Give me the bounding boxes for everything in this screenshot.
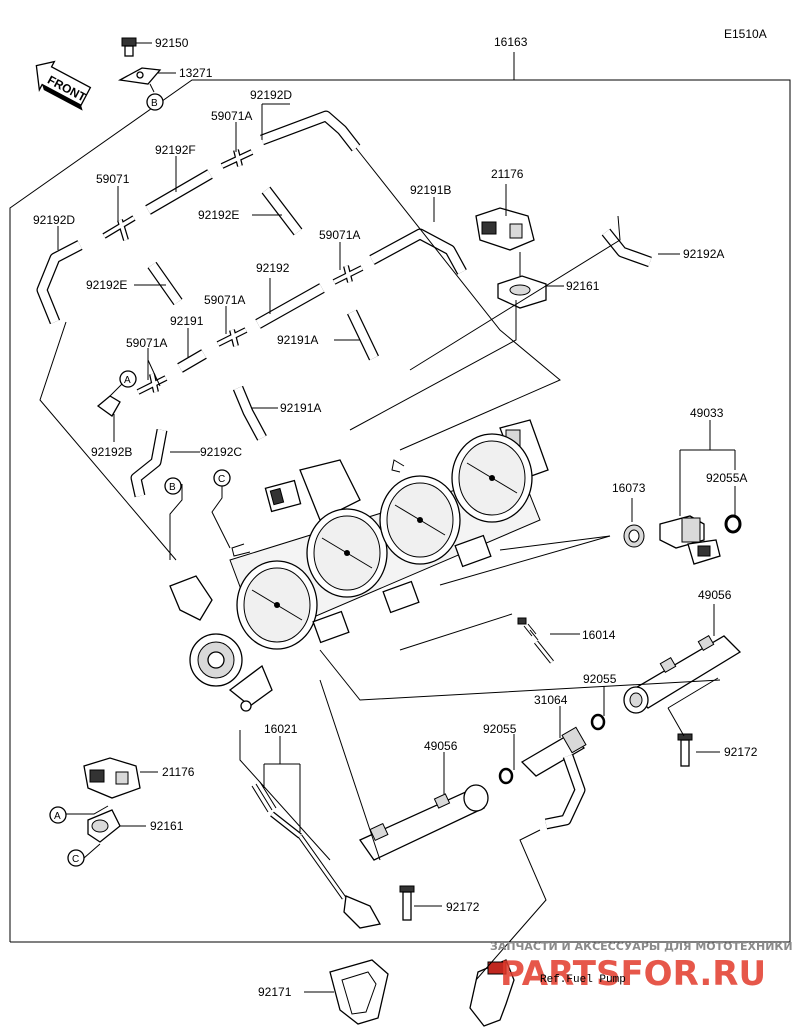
callout-B-1: B xyxy=(146,93,164,111)
fuel-joint-31064 xyxy=(520,726,587,830)
bracket-13271 xyxy=(117,67,176,93)
callout-A-2: A xyxy=(49,806,67,824)
label-92055A: 92055A xyxy=(706,471,747,485)
diagram-code: E1510A xyxy=(724,27,767,41)
svg-text:C: C xyxy=(218,474,225,485)
throttle-body-assembly xyxy=(169,419,549,712)
label-16163: 16163 xyxy=(494,35,528,49)
label-49056-left: 49056 xyxy=(424,739,458,753)
injector-49033 xyxy=(659,515,721,565)
label-21176-top: 21176 xyxy=(491,167,524,181)
label-92192D-top: 92192D xyxy=(250,88,292,102)
bolt-92172-bottom xyxy=(399,885,415,921)
throttle-bore-1 xyxy=(236,560,318,650)
label-92192B: 92192B xyxy=(91,445,132,459)
label-59071A-4: 59071A xyxy=(126,336,167,350)
svg-text:B: B xyxy=(169,482,176,493)
label-92055-2: 92055 xyxy=(483,722,517,736)
label-92192E-2: 92192E xyxy=(198,208,239,222)
label-16014: 16014 xyxy=(582,628,616,642)
bolt-92150 xyxy=(121,37,152,57)
label-92055-1: 92055 xyxy=(583,672,617,686)
label-49056-right: 49056 xyxy=(698,588,732,602)
label-92191: 92191 xyxy=(170,314,204,328)
label-59071A-2: 59071A xyxy=(319,228,360,242)
label-92150: 92150 xyxy=(155,36,189,50)
fuel-rail-right-49056 xyxy=(623,634,742,714)
oring-92055A xyxy=(724,514,742,534)
part-labels: E1510A 16163 92150 13271 92192D 59071A 9… xyxy=(33,27,767,999)
label-59071A-1: 59071A xyxy=(211,109,252,123)
label-92192D-left: 92192D xyxy=(33,213,75,227)
watermark-brand: PARTSFOR.RU xyxy=(500,954,766,994)
bolt-92172-right xyxy=(677,733,693,767)
watermark: ЗАПЧАСТИ И АКСЕССУАРЫ ДЛЯ МОТОТЕХНИКИ PA… xyxy=(490,940,793,994)
oring-92055-2 xyxy=(498,767,514,785)
throttle-bore-2 xyxy=(306,508,388,598)
cable-16021 xyxy=(251,781,382,929)
label-31064: 31064 xyxy=(534,693,568,707)
label-92191B: 92191B xyxy=(410,183,451,197)
svg-text:B: B xyxy=(151,98,158,109)
clamp-92171 xyxy=(329,959,389,1025)
label-21176-bottom: 21176 xyxy=(162,765,195,779)
front-arrow-icon: FRONT xyxy=(35,60,92,111)
callout-C-2: C xyxy=(67,849,85,867)
throttle-bore-3 xyxy=(379,475,461,565)
svg-text:A: A xyxy=(124,375,131,386)
label-16021: 16021 xyxy=(264,722,298,736)
seal-16073 xyxy=(623,524,645,548)
callout-A-1: A xyxy=(119,370,137,388)
svg-text:A: A xyxy=(54,811,61,822)
fuel-pump-hose xyxy=(469,959,515,1027)
screw-16014 xyxy=(517,617,554,664)
sensor-21176-top xyxy=(475,207,547,309)
watermark-tagline: ЗАПЧАСТИ И АКСЕССУАРЫ ДЛЯ МОТОТЕХНИКИ xyxy=(490,940,793,953)
label-92192F: 92192F xyxy=(155,143,196,157)
ref-fuel-pump: Ref.Fuel Pump xyxy=(540,974,626,986)
throttle-pulley xyxy=(169,575,273,712)
label-92192C: 92192C xyxy=(200,445,242,459)
label-92171: 92171 xyxy=(258,985,292,999)
label-92172-right: 92172 xyxy=(724,745,758,759)
label-92192: 92192 xyxy=(256,261,290,275)
label-92192E-1: 92192E xyxy=(86,278,127,292)
vacuum-hoses xyxy=(36,110,652,498)
label-49033: 49033 xyxy=(690,406,724,420)
label-92161-bottom: 92161 xyxy=(150,819,184,833)
label-92192A: 92192A xyxy=(683,247,724,261)
svg-text:C: C xyxy=(72,854,79,865)
label-16073: 16073 xyxy=(612,481,646,495)
label-92161-top: 92161 xyxy=(566,279,600,293)
label-92191A-1: 92191A xyxy=(277,333,318,347)
label-92172-bottom: 92172 xyxy=(446,900,480,914)
fitting-92161-bottom xyxy=(87,809,121,843)
label-92191A-2: 92191A xyxy=(280,401,321,415)
fuel-rail-left-49056 xyxy=(359,784,489,861)
assembly-frame xyxy=(9,52,791,943)
oring-92055-1 xyxy=(590,713,606,731)
label-59071: 59071 xyxy=(96,172,130,186)
label-59071A-3: 59071A xyxy=(204,293,245,307)
callout-B-2: B xyxy=(164,477,182,495)
sensor-21176-bottom xyxy=(83,757,141,799)
throttle-bore-4 xyxy=(451,433,533,523)
callout-C-1: C xyxy=(213,469,231,487)
label-13271: 13271 xyxy=(179,66,213,80)
leader-lines xyxy=(39,103,736,993)
